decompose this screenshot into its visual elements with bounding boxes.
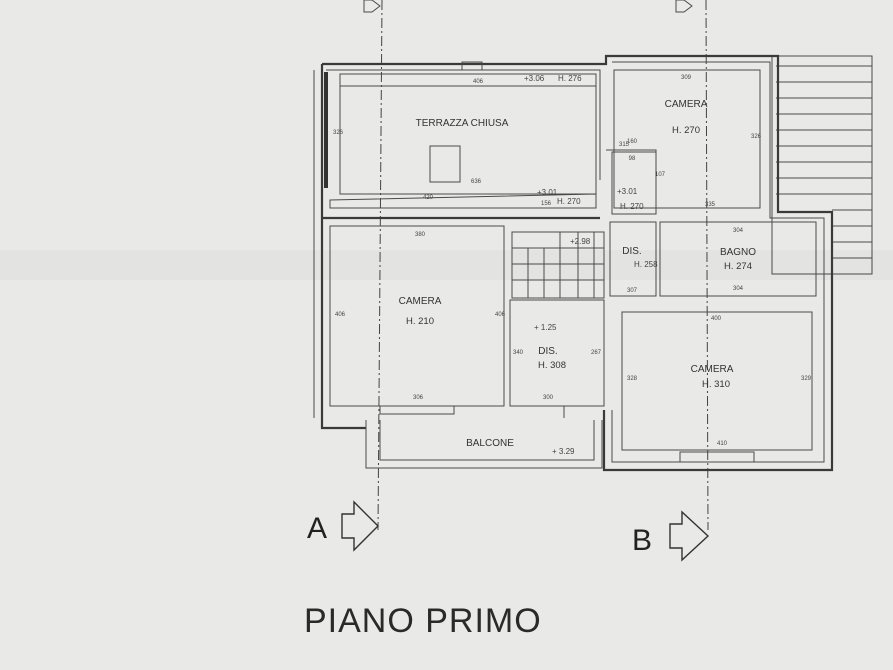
- bagno-dim-1: 304: [733, 286, 744, 292]
- camera-se-dim-0: 400: [711, 316, 722, 322]
- section-arrow-top-a: [363, 0, 381, 13]
- section-marker-a: A: [307, 500, 379, 552]
- camera-w-h: H. 210: [406, 316, 434, 327]
- dis-upper-elev: +2.98: [570, 237, 591, 246]
- camera-ne-dim-3: 160: [627, 139, 638, 145]
- bagno-h: H. 274: [724, 261, 752, 272]
- room-camera-w: CAMERA H. 210 380 406 406 306: [322, 216, 600, 415]
- camera-se-name: CAMERA: [691, 364, 734, 375]
- terrazza-dim-2: 420: [423, 195, 434, 201]
- room-dis-lower: DIS. H. 308 + 1.25 340 300 267: [509, 299, 605, 418]
- skylight: [429, 145, 461, 183]
- terrazza-dim-1: 326: [333, 130, 344, 136]
- camera-ne-name: CAMERA: [665, 99, 708, 110]
- camera-se-dim-3: 410: [717, 441, 728, 447]
- section-letter-a: A: [307, 512, 327, 545]
- dis-upper-name: DIS.: [622, 246, 641, 257]
- section-arrow-a: [341, 500, 379, 552]
- bagno-name: BAGNO: [720, 247, 756, 258]
- outer-walls: [313, 54, 834, 472]
- room-balcone: BALCONE + 3.29: [365, 420, 603, 469]
- section-letter-b: B: [632, 524, 652, 557]
- dis-small-h: H. 270: [620, 202, 644, 211]
- internal-staircase: [511, 231, 605, 299]
- section-arrow-b: [669, 510, 710, 562]
- window-camera-w: [379, 405, 455, 415]
- terrazza-name: TERRAZZA CHIUSA: [416, 118, 509, 129]
- section-marker-b: B: [632, 510, 710, 562]
- room-dis-small: +3.01 H. 270 315 107 98: [611, 142, 666, 215]
- dis-lower-dim-2: 267: [591, 350, 602, 356]
- dis-small-dim-1: 107: [655, 172, 666, 178]
- camera-ne-dim-1: 326: [751, 134, 762, 140]
- camera-se-dim-1: 328: [627, 376, 638, 382]
- terrazza-dim-3: 636: [471, 179, 482, 185]
- terrazza-elev2: +3.01: [537, 188, 558, 197]
- dis-lower-name: DIS.: [538, 346, 557, 357]
- camera-w-dim-2: 406: [495, 312, 506, 318]
- camera-ne-dim-2: 335: [705, 202, 716, 208]
- room-camera-se: CAMERA H. 310 400 328 329 410: [621, 311, 813, 463]
- terrazza-elev: +3.06: [524, 74, 545, 83]
- window-terrazza: [461, 61, 483, 71]
- camera-w-dim-3: 306: [413, 395, 424, 401]
- dis-upper-dim-0: 307: [627, 288, 638, 294]
- dis-upper-h: H. 258: [634, 260, 658, 269]
- camera-se-h: H. 310: [702, 379, 730, 390]
- dis-small-dim-0: 315: [619, 142, 630, 148]
- terrazza-h2: H. 270: [557, 197, 581, 206]
- room-dis-upper: DIS. H. 258 +2.98 307: [570, 221, 658, 297]
- bagno-dim-0: 304: [733, 228, 744, 234]
- dis-lower-elev: + 1.25: [534, 323, 557, 332]
- room-camera-ne: CAMERA H. 270 309 326 335 160: [606, 69, 762, 210]
- terrazza-h: H. 276: [558, 74, 582, 83]
- dis-small-elev: +3.01: [617, 187, 638, 196]
- camera-w-dim-1: 406: [335, 312, 346, 318]
- balcone-elev: + 3.29: [552, 447, 575, 456]
- terrazza-dim-0: 406: [473, 79, 484, 85]
- camera-ne-dim-0: 309: [681, 75, 692, 81]
- paper-fold: [0, 250, 893, 280]
- camera-w-dim-0: 380: [415, 232, 426, 238]
- section-line-a: [377, 0, 383, 531]
- dis-lower-h: H. 308: [538, 360, 566, 371]
- terrazza-dim-4: 156: [541, 201, 552, 207]
- balcone-name: BALCONE: [466, 438, 514, 449]
- external-staircase: [771, 55, 873, 275]
- section-line-b: [705, 0, 709, 531]
- plan-title: PIANO PRIMO: [304, 602, 542, 640]
- camera-se-dim-2: 329: [801, 376, 812, 382]
- section-arrow-top-b: [675, 0, 693, 13]
- window-camera-se: [679, 451, 755, 463]
- room-bagno: BAGNO H. 274 304 304: [659, 221, 817, 297]
- dis-lower-dim-1: 300: [543, 395, 554, 401]
- dis-lower-dim-0: 340: [513, 350, 524, 356]
- dis-small-dim-2: 98: [629, 156, 636, 162]
- camera-ne-h: H. 270: [672, 125, 700, 136]
- camera-w-name: CAMERA: [399, 296, 442, 307]
- room-terrazza: TERRAZZA CHIUSA +3.06 H. 276 H. 270 +3.0…: [324, 61, 597, 209]
